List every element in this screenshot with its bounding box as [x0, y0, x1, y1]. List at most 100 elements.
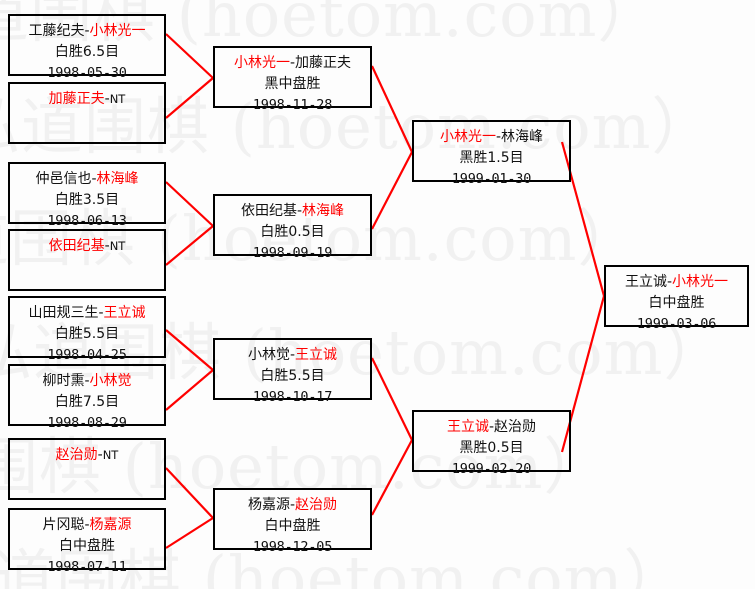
player-left: 赵治勋 [55, 447, 98, 463]
match-players: 依田纪基-NT [10, 236, 164, 257]
match-result: 白中盘胜 [648, 295, 705, 311]
connector-r1-to-r2-5 [165, 329, 214, 371]
player-right: 赵治勋 [494, 419, 537, 435]
player-left: 柳时熏 [42, 373, 85, 389]
player-separator: - [84, 373, 90, 389]
match-box-sf1[interactable]: 小林光一-林海峰 黑胜1.5目 1999-01-30 [412, 120, 571, 187]
match-box-r1m6[interactable]: 柳时熏-小林觉 白胜7.5目 1998-08-29 [8, 364, 166, 431]
match-players: 仲邑信也-林海峰 [10, 169, 164, 190]
connector-r1-to-r2-8 [165, 517, 214, 549]
player-right: 王立诚 [295, 347, 338, 363]
player-left: 依田纪基 [240, 203, 297, 219]
match-result: 白中盘胜 [264, 518, 321, 534]
match-players: 工藤纪夫-小林光一 [10, 21, 164, 42]
player-right: NT [102, 448, 119, 462]
match-box-r2m3[interactable]: 小林觉-王立诚 白胜5.5目 1998-10-17 [213, 338, 372, 405]
player-separator: - [495, 129, 502, 145]
connector-r2-to-sf-3 [371, 357, 413, 441]
player-right: NT [109, 92, 126, 106]
player-left: 小林觉 [247, 347, 290, 363]
match-result: 白胜0.5目 [260, 224, 325, 240]
match-box-final[interactable]: 王立诚-小林光一 白中盘胜 1999-03-06 [604, 265, 749, 332]
match-players: 王立诚-小林光一 [606, 272, 747, 293]
connector-r1-to-r2-1 [165, 33, 214, 79]
match-date: 1998-08-29 [47, 415, 127, 431]
match-box-r2m2[interactable]: 依田纪基-林海峰 白胜0.5目 1998-09-19 [213, 194, 372, 261]
player-separator: - [97, 447, 103, 463]
player-separator: - [84, 23, 90, 39]
match-date: 1999-02-20 [451, 461, 532, 477]
connector-r1-to-r2-3 [165, 181, 214, 227]
connector-r2-to-sf-4 [371, 439, 413, 516]
player-left: 工藤纪夫 [28, 23, 85, 39]
player-right: 小林光一 [672, 274, 729, 290]
match-date: 1998-07-11 [47, 559, 127, 575]
match-result: 黑胜0.5目 [459, 440, 524, 456]
match-result: 黑中盘胜 [264, 76, 321, 92]
match-box-r1m3[interactable]: 仲邑信也-林海峰 白胜3.5目 1998-06-13 [8, 162, 166, 229]
connector-r1-to-r2-4 [165, 225, 214, 266]
player-right: 杨嘉源 [89, 517, 132, 533]
player-separator: - [296, 203, 303, 219]
player-right: 王立诚 [103, 305, 146, 321]
match-box-sf2[interactable]: 王立诚-赵治勋 黑胜0.5目 1999-02-20 [412, 410, 571, 477]
match-date: 1999-01-30 [451, 171, 532, 187]
match-players: 依田纪基-林海峰 [215, 201, 370, 222]
player-left: 加藤正夫 [48, 91, 105, 107]
player-right: 林海峰 [501, 129, 544, 145]
player-left: 小林光一 [439, 129, 496, 145]
player-left: 山田规三生 [28, 305, 99, 321]
match-date: 1998-10-17 [252, 389, 333, 405]
player-separator: - [104, 238, 110, 254]
player-separator: - [289, 497, 296, 513]
connector-r1-to-r2-2 [165, 77, 214, 119]
player-right: 小林觉 [89, 373, 132, 389]
player-right: NT [109, 239, 126, 253]
match-players: 赵治勋-NT [10, 445, 164, 466]
match-date: 1998-09-19 [252, 245, 333, 261]
match-result: 白胜6.5目 [54, 44, 120, 60]
connector-r2-to-sf-2 [371, 151, 413, 230]
match-players: 小林光一-林海峰 [414, 127, 569, 148]
match-players: 杨嘉源-赵治勋 [215, 495, 370, 516]
match-players: 加藤正夫-NT [10, 89, 164, 110]
connector-r1-to-r2-6 [165, 369, 214, 411]
player-left: 王立诚 [624, 274, 667, 290]
match-players: 小林光一-加藤正夫 [215, 53, 370, 74]
player-left: 杨嘉源 [247, 497, 290, 513]
match-players: 山田规三生-王立诚 [10, 303, 164, 324]
player-separator: - [98, 305, 104, 321]
match-result: 白胜5.5目 [54, 326, 120, 342]
player-right: 林海峰 [96, 171, 139, 187]
match-date: 1998-04-25 [47, 347, 127, 363]
match-result: 黑胜1.5目 [459, 150, 524, 166]
match-box-r1m2[interactable]: 加藤正夫-NT [8, 82, 166, 144]
player-separator: - [84, 517, 90, 533]
match-box-r1m5[interactable]: 山田规三生-王立诚 白胜5.5目 1998-04-25 [8, 296, 166, 363]
player-left: 片冈聪 [42, 517, 85, 533]
match-box-r1m1[interactable]: 工藤纪夫-小林光一 白胜6.5目 1998-05-30 [8, 14, 166, 81]
match-date: 1999-03-06 [636, 316, 717, 332]
match-date: 1998-11-28 [252, 97, 333, 113]
match-box-r1m7[interactable]: 赵治勋-NT [8, 438, 166, 500]
match-result: 白胜3.5目 [54, 192, 120, 208]
match-players: 小林觉-王立诚 [215, 345, 370, 366]
player-separator: - [289, 55, 296, 71]
player-right: 林海峰 [302, 203, 345, 219]
match-box-r1m4[interactable]: 依田纪基-NT [8, 229, 166, 291]
connector-r1-to-r2-7 [165, 467, 214, 519]
match-box-r2m4[interactable]: 杨嘉源-赵治勋 白中盘胜 1998-12-05 [213, 488, 372, 555]
match-result: 白胜5.5目 [260, 368, 325, 384]
match-box-r1m8[interactable]: 片冈聪-杨嘉源 白中盘胜 1998-07-11 [8, 508, 166, 575]
player-left: 依田纪基 [48, 238, 105, 254]
match-players: 片冈聪-杨嘉源 [10, 515, 164, 536]
match-result: 白中盘胜 [59, 538, 115, 554]
player-left: 小林光一 [233, 55, 290, 71]
player-right: 赵治勋 [295, 497, 338, 513]
player-separator: - [91, 171, 97, 187]
match-date: 1998-12-05 [252, 539, 333, 555]
match-box-r2m1[interactable]: 小林光一-加藤正夫 黑中盘胜 1998-11-28 [213, 46, 372, 113]
player-separator: - [666, 274, 673, 290]
match-date: 1998-05-30 [47, 65, 127, 81]
